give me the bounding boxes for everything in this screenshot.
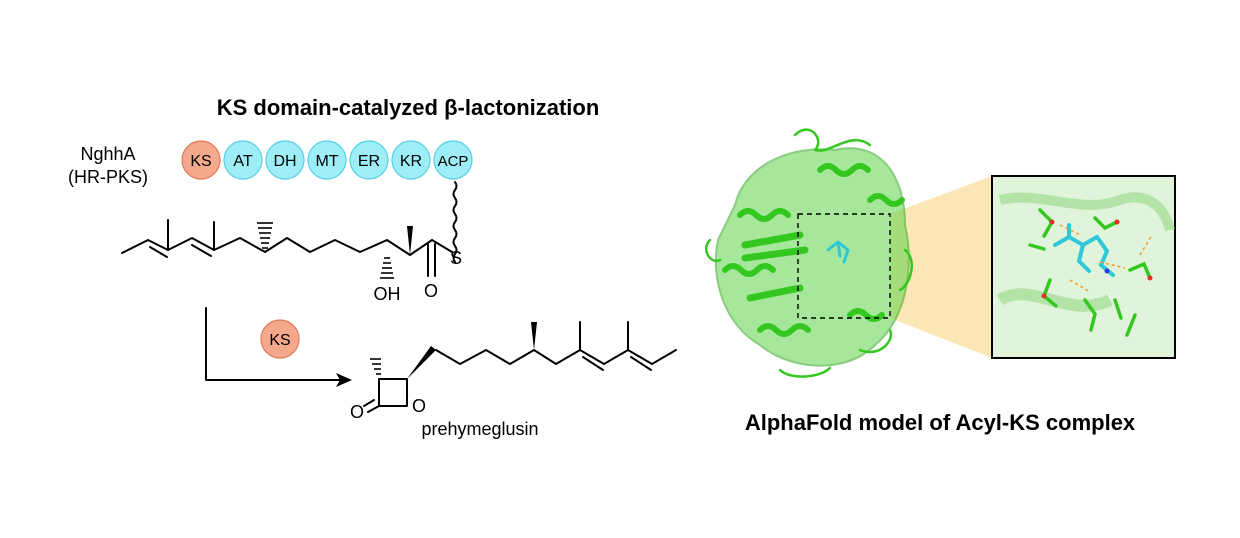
domain-label: MT: [315, 153, 338, 170]
domain-label: ACP: [438, 153, 469, 170]
oh-label: OH: [374, 284, 401, 304]
acyl-substrate-structure: OH O S: [121, 219, 462, 304]
domain-at: AT: [223, 140, 263, 180]
domain-bead: [307, 140, 347, 180]
domain-bead: [391, 140, 431, 180]
product-structure: O O: [350, 321, 677, 422]
domain-label: KR: [400, 153, 422, 170]
domain-bead: [265, 140, 305, 180]
domain-bead: [223, 140, 263, 180]
reaction-arrow: [205, 307, 352, 387]
sulfur-label: S: [450, 248, 462, 268]
acp-tether: [452, 181, 458, 263]
carbonyl-oxygen-label: O: [350, 402, 364, 422]
domain-er: ER: [349, 140, 389, 180]
carbonyl-o-label: O: [424, 281, 438, 301]
catalyst-label: KS: [269, 332, 290, 349]
domain-label: AT: [233, 153, 252, 170]
domain-label: KS: [190, 153, 211, 170]
protein-structure-model: [704, 128, 914, 378]
domain-dh: DH: [265, 140, 305, 180]
ks-catalyst-bead: KS: [260, 319, 300, 359]
active-site-box: [797, 213, 891, 319]
product-name: prehymeglusin: [421, 419, 538, 439]
hashed-oh: [380, 257, 394, 279]
ring-oxygen-label: O: [412, 396, 426, 416]
domain-mt: MT: [307, 140, 347, 180]
domain-label: DH: [273, 153, 296, 170]
model-caption: AlphaFold model of Acyl-KS complex: [745, 410, 1136, 435]
domain-kr: KR: [391, 140, 431, 180]
domain-bead: [181, 140, 221, 180]
pks-domain-chain: KS AT DH MT ER KR ACP: [181, 140, 473, 180]
enzyme-type: (HR-PKS): [68, 167, 148, 187]
hashed-methyl-1: [257, 222, 273, 249]
zoom-callout: [890, 176, 992, 358]
domain-bead: [433, 140, 473, 180]
active-site-zoom-panel: [991, 175, 1176, 359]
domain-bead: [349, 140, 389, 180]
domain-acp: ACP: [433, 140, 473, 180]
wedge-methyl-1: [407, 226, 413, 255]
scheme-title: KS domain-catalyzed β-lactonization: [217, 95, 600, 120]
domain-label: ER: [358, 153, 380, 170]
enzyme-name: NghhA: [80, 144, 135, 164]
domain-ks: KS: [181, 140, 221, 180]
